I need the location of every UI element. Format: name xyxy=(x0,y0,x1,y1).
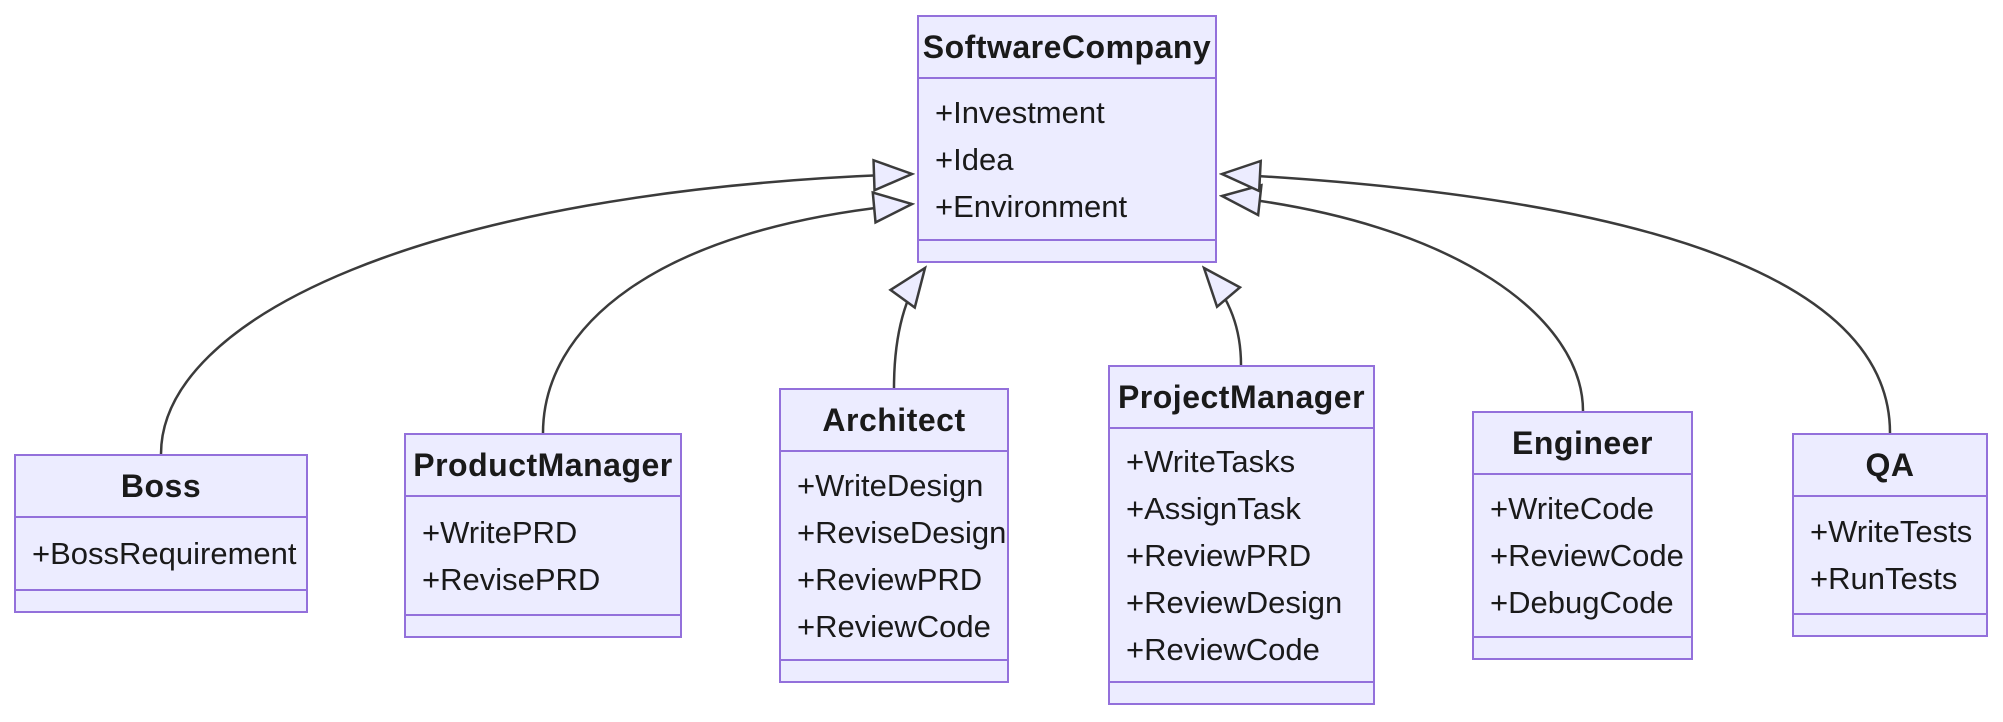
edge-projectmanager-softwarecompany xyxy=(1204,268,1243,366)
class-attribute: +ReviewCode xyxy=(1126,631,1320,667)
edge-engineer-softwarecompany xyxy=(1222,196,1585,412)
class-box-architect: Architect +WriteDesign +ReviseDesign +Re… xyxy=(779,388,1009,683)
class-box-engineer: Engineer +WriteCode +ReviewCode +DebugCo… xyxy=(1472,411,1693,660)
class-methods-empty xyxy=(781,659,1007,681)
class-attribute: +WriteTasks xyxy=(1126,443,1296,479)
edge-boss-softwarecompany xyxy=(159,174,912,455)
class-attribute: +ReviewPRD xyxy=(797,561,983,597)
class-name: SoftwareCompany xyxy=(922,28,1212,65)
class-attribute: +ReviseDesign xyxy=(797,514,1007,550)
class-attribute: +AssignTask xyxy=(1126,490,1301,526)
class-attribute: +RevisePRD xyxy=(422,561,601,597)
class-attribute: +ReviewDesign xyxy=(1126,584,1343,620)
class-box-softwarecompany: SoftwareCompany +Investment +Idea +Envir… xyxy=(917,15,1217,263)
edge-productmanager-softwarecompany xyxy=(541,204,912,434)
class-attributes: +WriteTasks +AssignTask +ReviewPRD +Revi… xyxy=(1110,427,1373,681)
class-name: QA xyxy=(1865,446,1915,483)
class-name: ProjectManager xyxy=(1117,378,1366,415)
class-attribute: +WriteDesign xyxy=(797,467,984,503)
class-methods-empty xyxy=(1110,681,1373,703)
class-box-qa: QA +WriteTests +RunTests xyxy=(1792,433,1988,637)
class-box-projectmanager: ProjectManager +WriteTasks +AssignTask +… xyxy=(1108,365,1375,705)
class-attribute: +BossRequirement xyxy=(32,536,297,571)
class-attribute: +ReviewCode xyxy=(797,608,991,644)
class-attribute: +WriteTests xyxy=(1810,514,1973,549)
class-methods-empty xyxy=(1474,636,1691,658)
class-attributes: +WritePRD +RevisePRD xyxy=(406,495,680,614)
class-attribute: +Investment xyxy=(935,94,1105,130)
class-box-productmanager: ProductManager +WritePRD +RevisePRD xyxy=(404,433,682,638)
class-attribute: +WritePRD xyxy=(422,514,578,550)
class-attribute: +Environment xyxy=(935,188,1128,224)
class-attribute: +ReviewPRD xyxy=(1126,537,1312,573)
class-methods-empty xyxy=(406,614,680,636)
class-attribute: +DebugCode xyxy=(1490,585,1674,620)
class-attribute: +ReviewCode xyxy=(1490,538,1684,573)
class-name: Engineer xyxy=(1512,424,1653,461)
class-name: ProductManager xyxy=(413,446,673,483)
class-attribute: +WriteCode xyxy=(1490,491,1654,526)
edge-qa-softwarecompany xyxy=(1222,174,1892,434)
class-attributes: +WriteTests +RunTests xyxy=(1794,495,1986,613)
class-attributes: +WriteCode +ReviewCode +DebugCode xyxy=(1474,473,1691,636)
class-attributes: +BossRequirement xyxy=(16,516,306,589)
class-methods-empty xyxy=(16,589,306,611)
class-attribute: +RunTests xyxy=(1810,561,1958,596)
class-attributes: +Investment +Idea +Environment xyxy=(919,77,1215,239)
class-attribute: +Idea xyxy=(935,141,1014,177)
class-box-boss: Boss +BossRequirement xyxy=(14,454,308,613)
edge-architect-softwarecompany xyxy=(894,268,925,389)
class-methods-empty xyxy=(1794,613,1986,635)
class-attributes: +WriteDesign +ReviseDesign +ReviewPRD +R… xyxy=(781,450,1007,659)
class-name: Boss xyxy=(120,467,202,504)
class-methods-empty xyxy=(919,239,1215,261)
class-name: Architect xyxy=(822,401,966,438)
